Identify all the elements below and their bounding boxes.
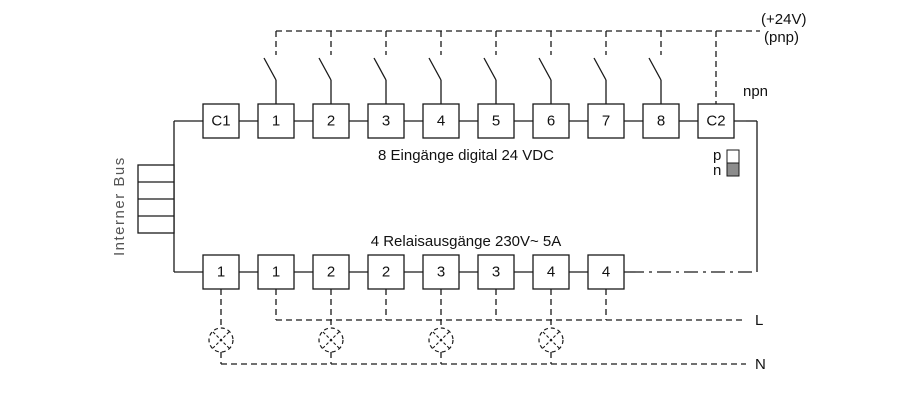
input-terminal-7-label: 7	[602, 113, 610, 130]
switch-p-label: p	[713, 147, 721, 164]
switch-7-icon	[593, 57, 607, 81]
line-l-label: L	[755, 312, 763, 329]
input-terminal-4-label: 4	[437, 113, 445, 130]
input-terminal-3-label: 3	[382, 113, 390, 130]
switch-n-label: n	[713, 162, 721, 179]
output-terminal-2b	[367, 254, 405, 290]
input-terminal-4	[422, 103, 460, 139]
internal-bus-connector	[137, 164, 175, 234]
line-n-label: N	[755, 356, 766, 373]
output-terminal-1a	[202, 254, 240, 290]
terminal-c1-label: C1	[211, 113, 230, 130]
output-terminal-3b	[477, 254, 515, 290]
output-terminal-2b-label: 2	[382, 264, 390, 281]
input-terminal-1-label: 1	[272, 113, 280, 130]
lamp-1-icon	[208, 327, 234, 353]
switch-p-position	[726, 149, 740, 164]
output-terminal-3b-label: 3	[492, 264, 500, 281]
terminal-c1	[202, 103, 240, 139]
lamp-2-icon	[318, 327, 344, 353]
line-l-wiring	[275, 289, 746, 321]
input-terminal-6-label: 6	[547, 113, 555, 130]
output-terminal-1a-label: 1	[217, 264, 225, 281]
input-terminal-3	[367, 103, 405, 139]
switch-8-icon	[648, 57, 662, 81]
bus-label: Interner Bus	[111, 156, 128, 256]
output-terminal-2a-label: 2	[327, 264, 335, 281]
switch-1-icon	[263, 57, 277, 81]
switch-4-icon	[428, 57, 442, 81]
switch-3-icon	[373, 57, 387, 81]
lamp-3-icon	[428, 327, 454, 353]
input-terminal-8	[642, 103, 680, 139]
input-terminal-7	[587, 103, 625, 139]
input-switches	[263, 57, 662, 104]
input-drops	[275, 31, 717, 104]
npn-label: npn	[743, 83, 768, 100]
output-terminal-3a-label: 3	[437, 264, 445, 281]
switch-n-position	[726, 162, 740, 177]
pn-selector: p n	[713, 147, 740, 179]
terminal-c2	[697, 103, 735, 139]
lamp-wiring	[220, 289, 552, 364]
output-terminal-1b-label: 1	[272, 264, 280, 281]
input-terminal-2-label: 2	[327, 113, 335, 130]
switch-6-icon	[538, 57, 552, 81]
switch-5-icon	[483, 57, 497, 81]
output-terminal-1b	[257, 254, 295, 290]
supply-voltage-label: (+24V)	[761, 11, 806, 28]
inputs-title: 8 Eingänge digital 24 VDC	[378, 147, 554, 164]
input-terminal-8-label: 8	[657, 113, 665, 130]
output-terminal-4b-label: 4	[602, 264, 610, 281]
terminal-c2-label: C2	[706, 113, 725, 130]
input-terminal-5-label: 5	[492, 113, 500, 130]
input-terminal-2	[312, 103, 350, 139]
input-terminal-row: C1 1 2 3 4 5 6 7 8 C2	[202, 103, 735, 139]
output-terminal-4a-label: 4	[547, 264, 555, 281]
switch-2-icon	[318, 57, 332, 81]
output-terminal-2a	[312, 254, 350, 290]
output-terminal-4b	[587, 254, 625, 290]
input-terminal-6	[532, 103, 570, 139]
input-terminal-5	[477, 103, 515, 139]
output-terminal-4a	[532, 254, 570, 290]
outputs-title: 4 Relaisausgänge 230V~ 5A	[371, 233, 562, 250]
lamp-4-icon	[538, 327, 564, 353]
supply-mode-label: (pnp)	[764, 29, 799, 46]
input-terminal-1	[257, 103, 295, 139]
